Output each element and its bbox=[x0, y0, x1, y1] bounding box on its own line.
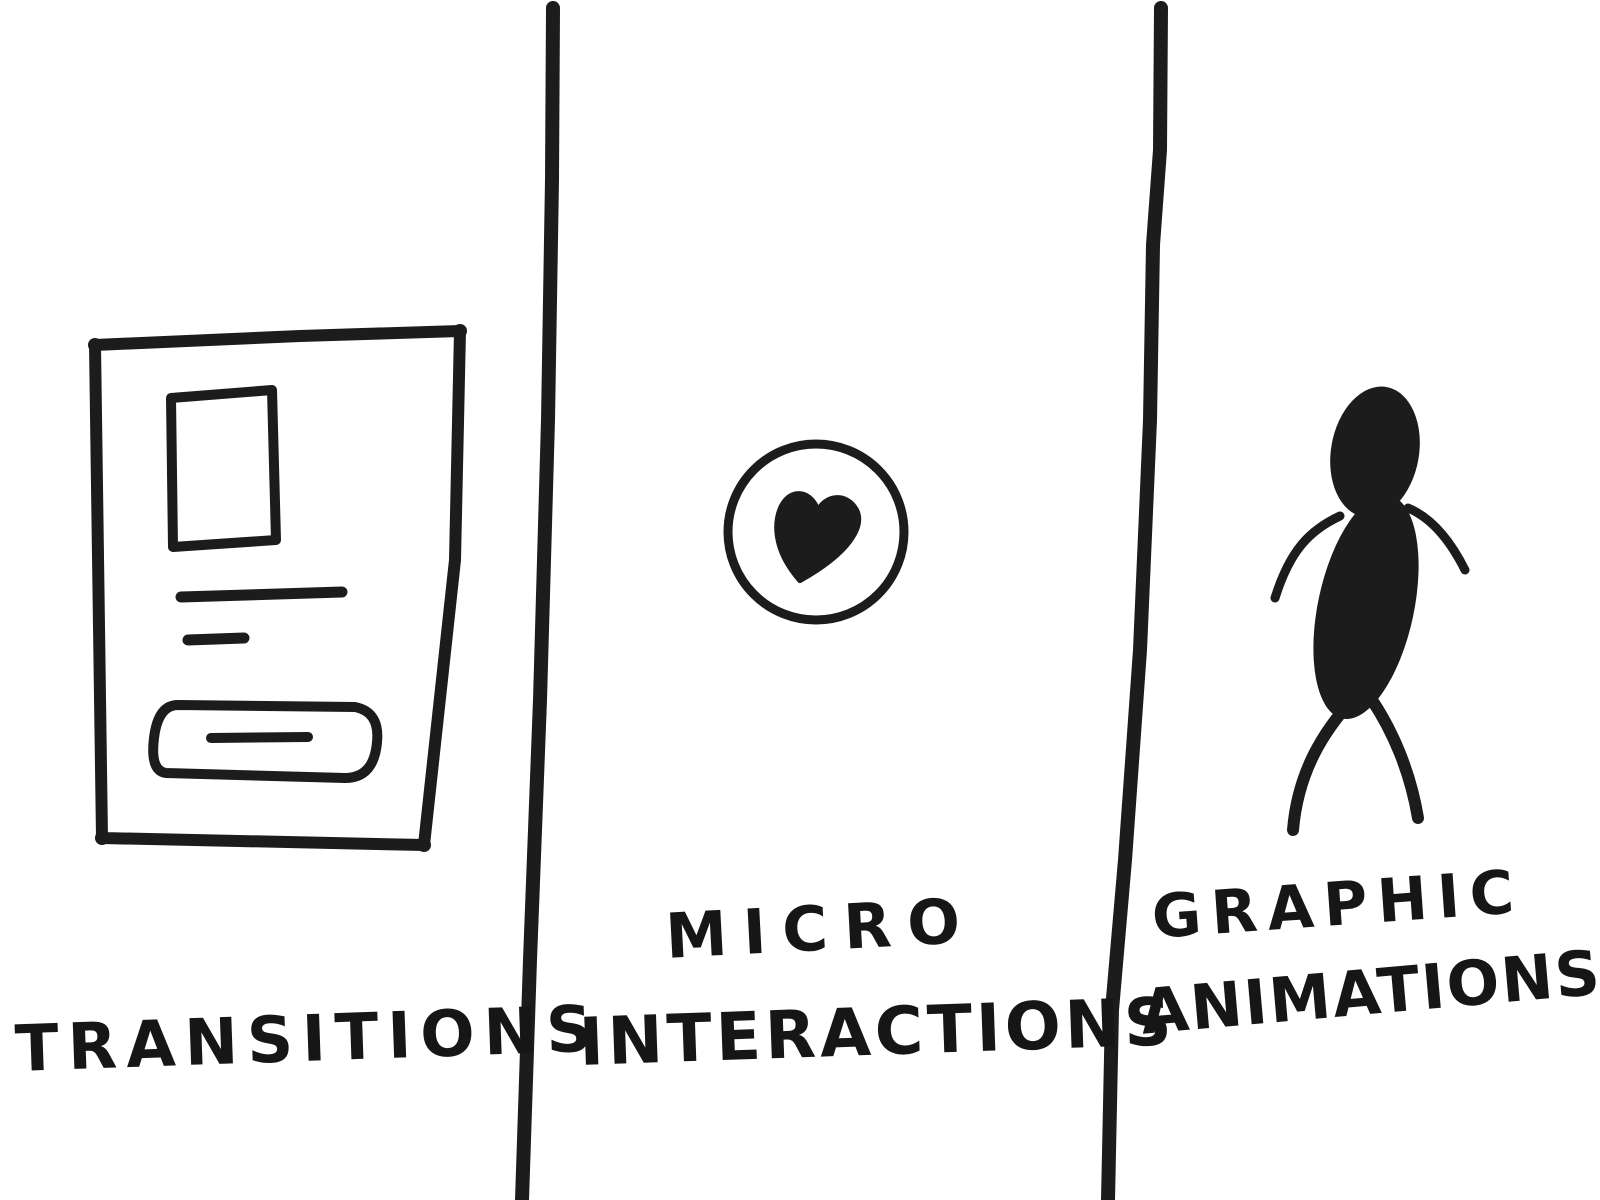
figure-right-arm bbox=[1403, 503, 1470, 575]
heart-button-circle bbox=[723, 439, 909, 625]
panel-divider-right bbox=[1101, 1, 1168, 1200]
heart-button-icon bbox=[723, 439, 909, 625]
walking-figure-icon bbox=[1270, 386, 1470, 836]
figure-body bbox=[1313, 495, 1419, 719]
card-text-line-short bbox=[182, 632, 250, 646]
figure-left-leg bbox=[1287, 694, 1358, 836]
card-image-placeholder bbox=[166, 385, 281, 552]
figure-right-leg bbox=[1366, 694, 1424, 824]
figure-left-arm bbox=[1270, 511, 1345, 603]
card-button-outline bbox=[148, 700, 383, 783]
figure-head bbox=[1330, 386, 1420, 518]
heart-shape bbox=[774, 491, 862, 583]
card-text-line-long bbox=[175, 586, 348, 603]
label-interactions: INTERACTIONS bbox=[577, 983, 1177, 1081]
card-button-text-line bbox=[206, 732, 313, 743]
card-frame bbox=[89, 325, 466, 851]
ui-card-sketch-icon bbox=[88, 324, 467, 852]
label-transitions: TRANSITIONS bbox=[13, 992, 603, 1087]
label-micro: MICRO bbox=[663, 883, 978, 973]
panel-divider-left bbox=[515, 1, 560, 1200]
